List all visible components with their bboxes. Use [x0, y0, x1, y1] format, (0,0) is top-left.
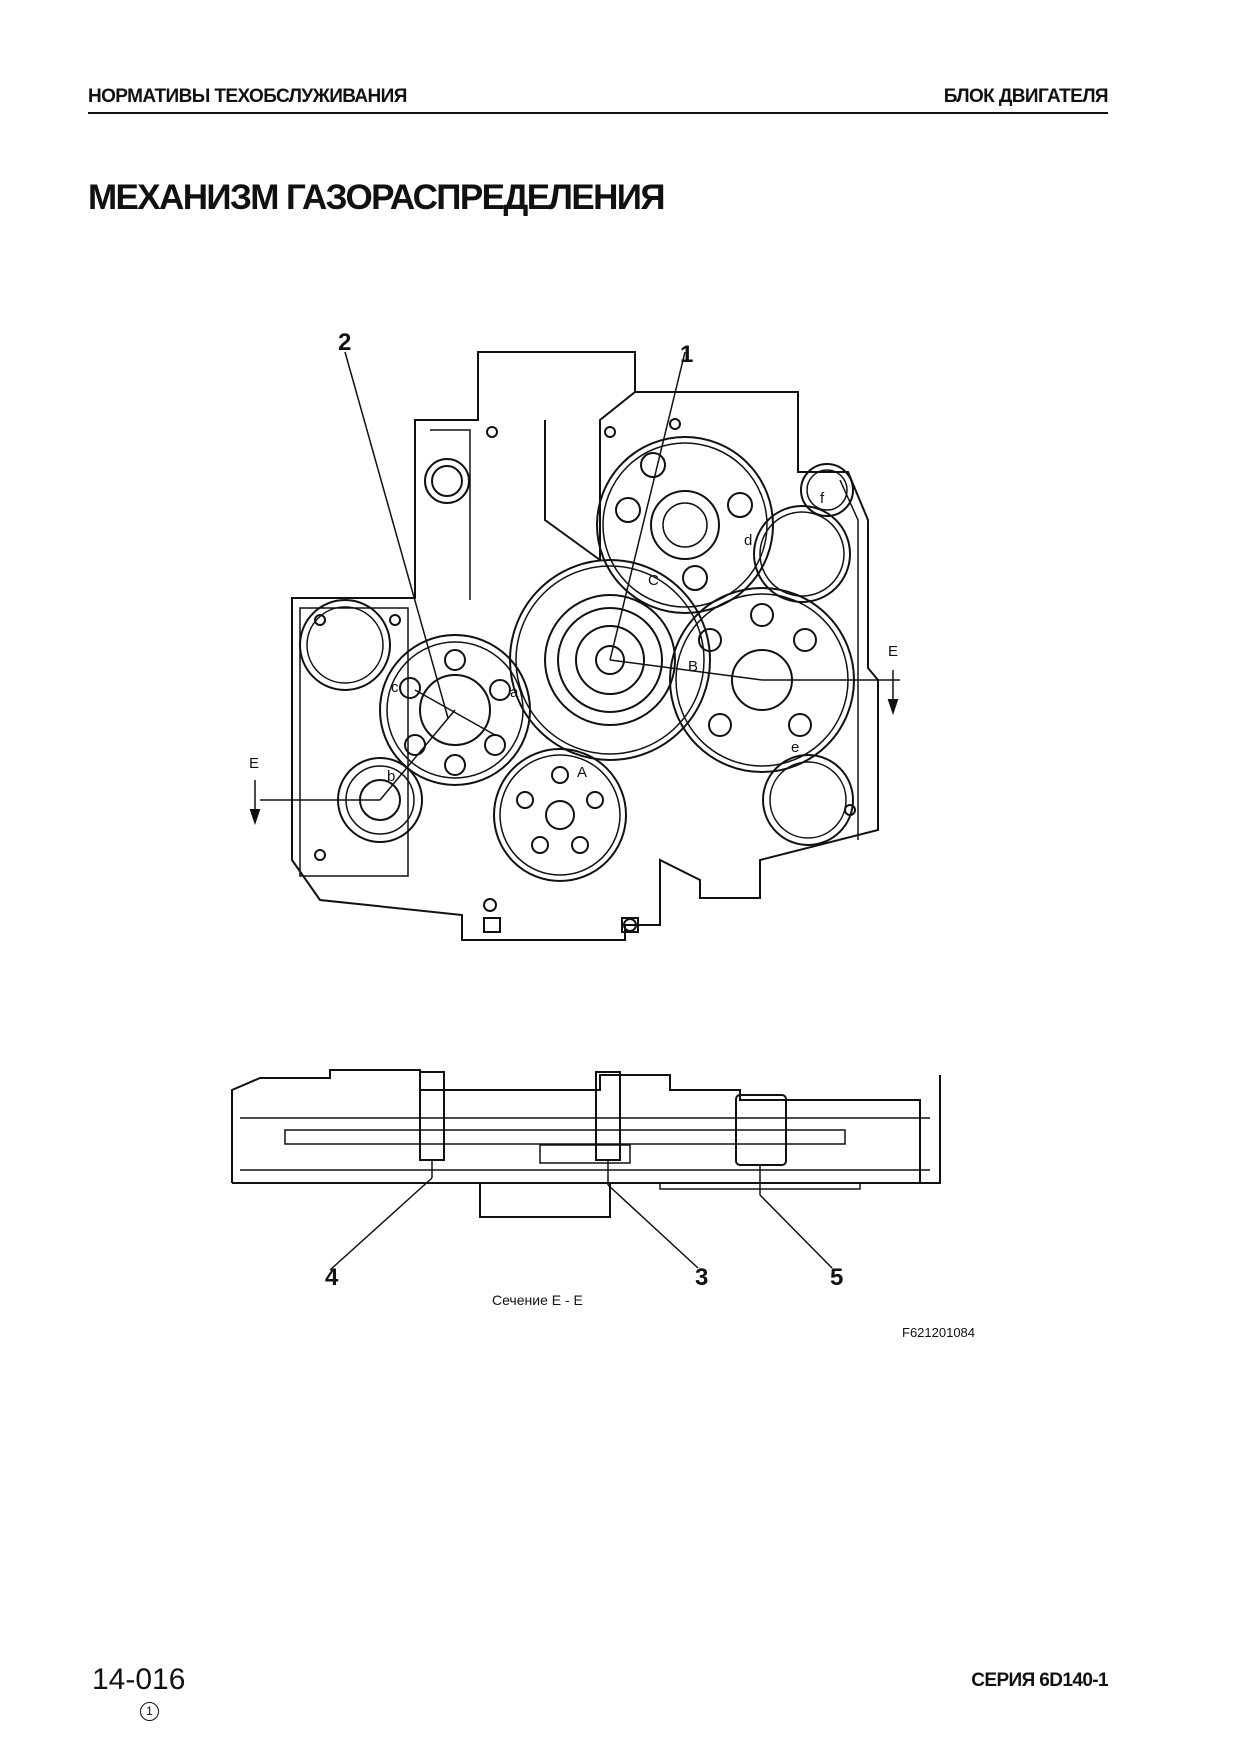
figure-code: F621201084 — [902, 1325, 976, 1340]
callout-3: 3 — [695, 1264, 708, 1291]
revision-mark: 1 — [140, 1702, 159, 1721]
mark-B: B — [688, 658, 698, 675]
header-section-title: НОРМАТИВЫ ТЕХОБСЛУЖИВАНИЯ — [88, 86, 407, 107]
gear-1-upper — [596, 436, 774, 614]
header-rule — [88, 112, 1108, 114]
callout-5: 5 — [830, 1264, 843, 1291]
mark-c: c — [391, 679, 399, 696]
mark-f: f — [820, 490, 825, 507]
section-leaders — [329, 1177, 833, 1271]
left-round-ports — [299, 599, 391, 691]
section-caption: Сечение Е - Е — [492, 1292, 583, 1308]
mark-e: e — [791, 739, 799, 756]
page-title: МЕХАНИЗМ ГАЗОРАСПРЕДЕЛЕНИЯ — [88, 178, 666, 217]
section-mark-left: E — [249, 755, 259, 772]
section-arrows — [249, 670, 899, 826]
callout-2: 2 — [338, 329, 351, 356]
mark-C: C — [648, 572, 659, 589]
idler-gear-left — [379, 634, 531, 786]
mark-b: b — [387, 768, 395, 785]
pump-gear-bottom — [493, 748, 627, 882]
section-ee-drawing — [231, 1069, 941, 1218]
mark-d: d — [744, 532, 752, 549]
mark-a-lower: a — [510, 684, 519, 701]
engine-series: СЕРИЯ 6D140-1 — [971, 1670, 1108, 1691]
header-chapter-title: БЛОК ДВИГАТЕЛЯ — [943, 86, 1109, 107]
gear-e — [762, 754, 854, 846]
mark-A: A — [577, 764, 587, 781]
gear-small-f — [753, 463, 854, 603]
callout-leaders — [260, 351, 900, 801]
section-mark-right: E — [888, 643, 898, 660]
page-number: 14-016 — [92, 1663, 186, 1696]
callout-4: 4 — [325, 1264, 339, 1291]
callout-1: 1 — [680, 341, 693, 368]
